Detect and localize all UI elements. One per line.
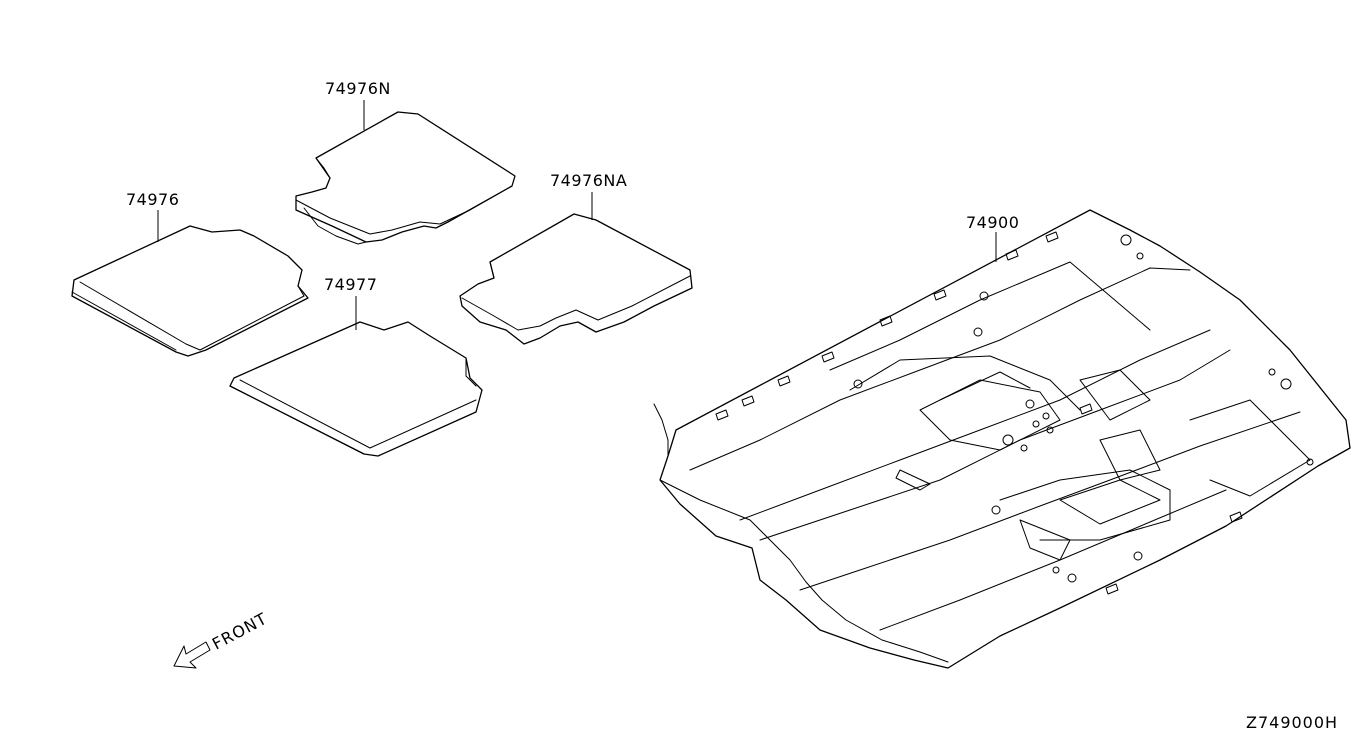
mat-74976n[interactable] xyxy=(295,111,516,245)
part-number-74976na[interactable]: 74976NA xyxy=(550,171,627,190)
part-number-74977[interactable]: 74977 xyxy=(324,275,377,294)
diagram-code: Z749000H xyxy=(1246,713,1338,732)
part-number-74976[interactable]: 74976 xyxy=(126,190,179,209)
mat-74976[interactable] xyxy=(71,225,309,357)
part-number-74900[interactable]: 74900 xyxy=(966,213,1019,232)
mat-74976na[interactable] xyxy=(459,213,693,345)
front-label: FRONT xyxy=(209,609,271,654)
front-arrow-icon xyxy=(173,641,211,669)
mat-74977[interactable] xyxy=(229,321,483,457)
carpet-74900[interactable] xyxy=(653,209,1351,669)
front-indicator: FRONT xyxy=(173,609,271,669)
part-number-74976n[interactable]: 74976N xyxy=(325,79,391,98)
